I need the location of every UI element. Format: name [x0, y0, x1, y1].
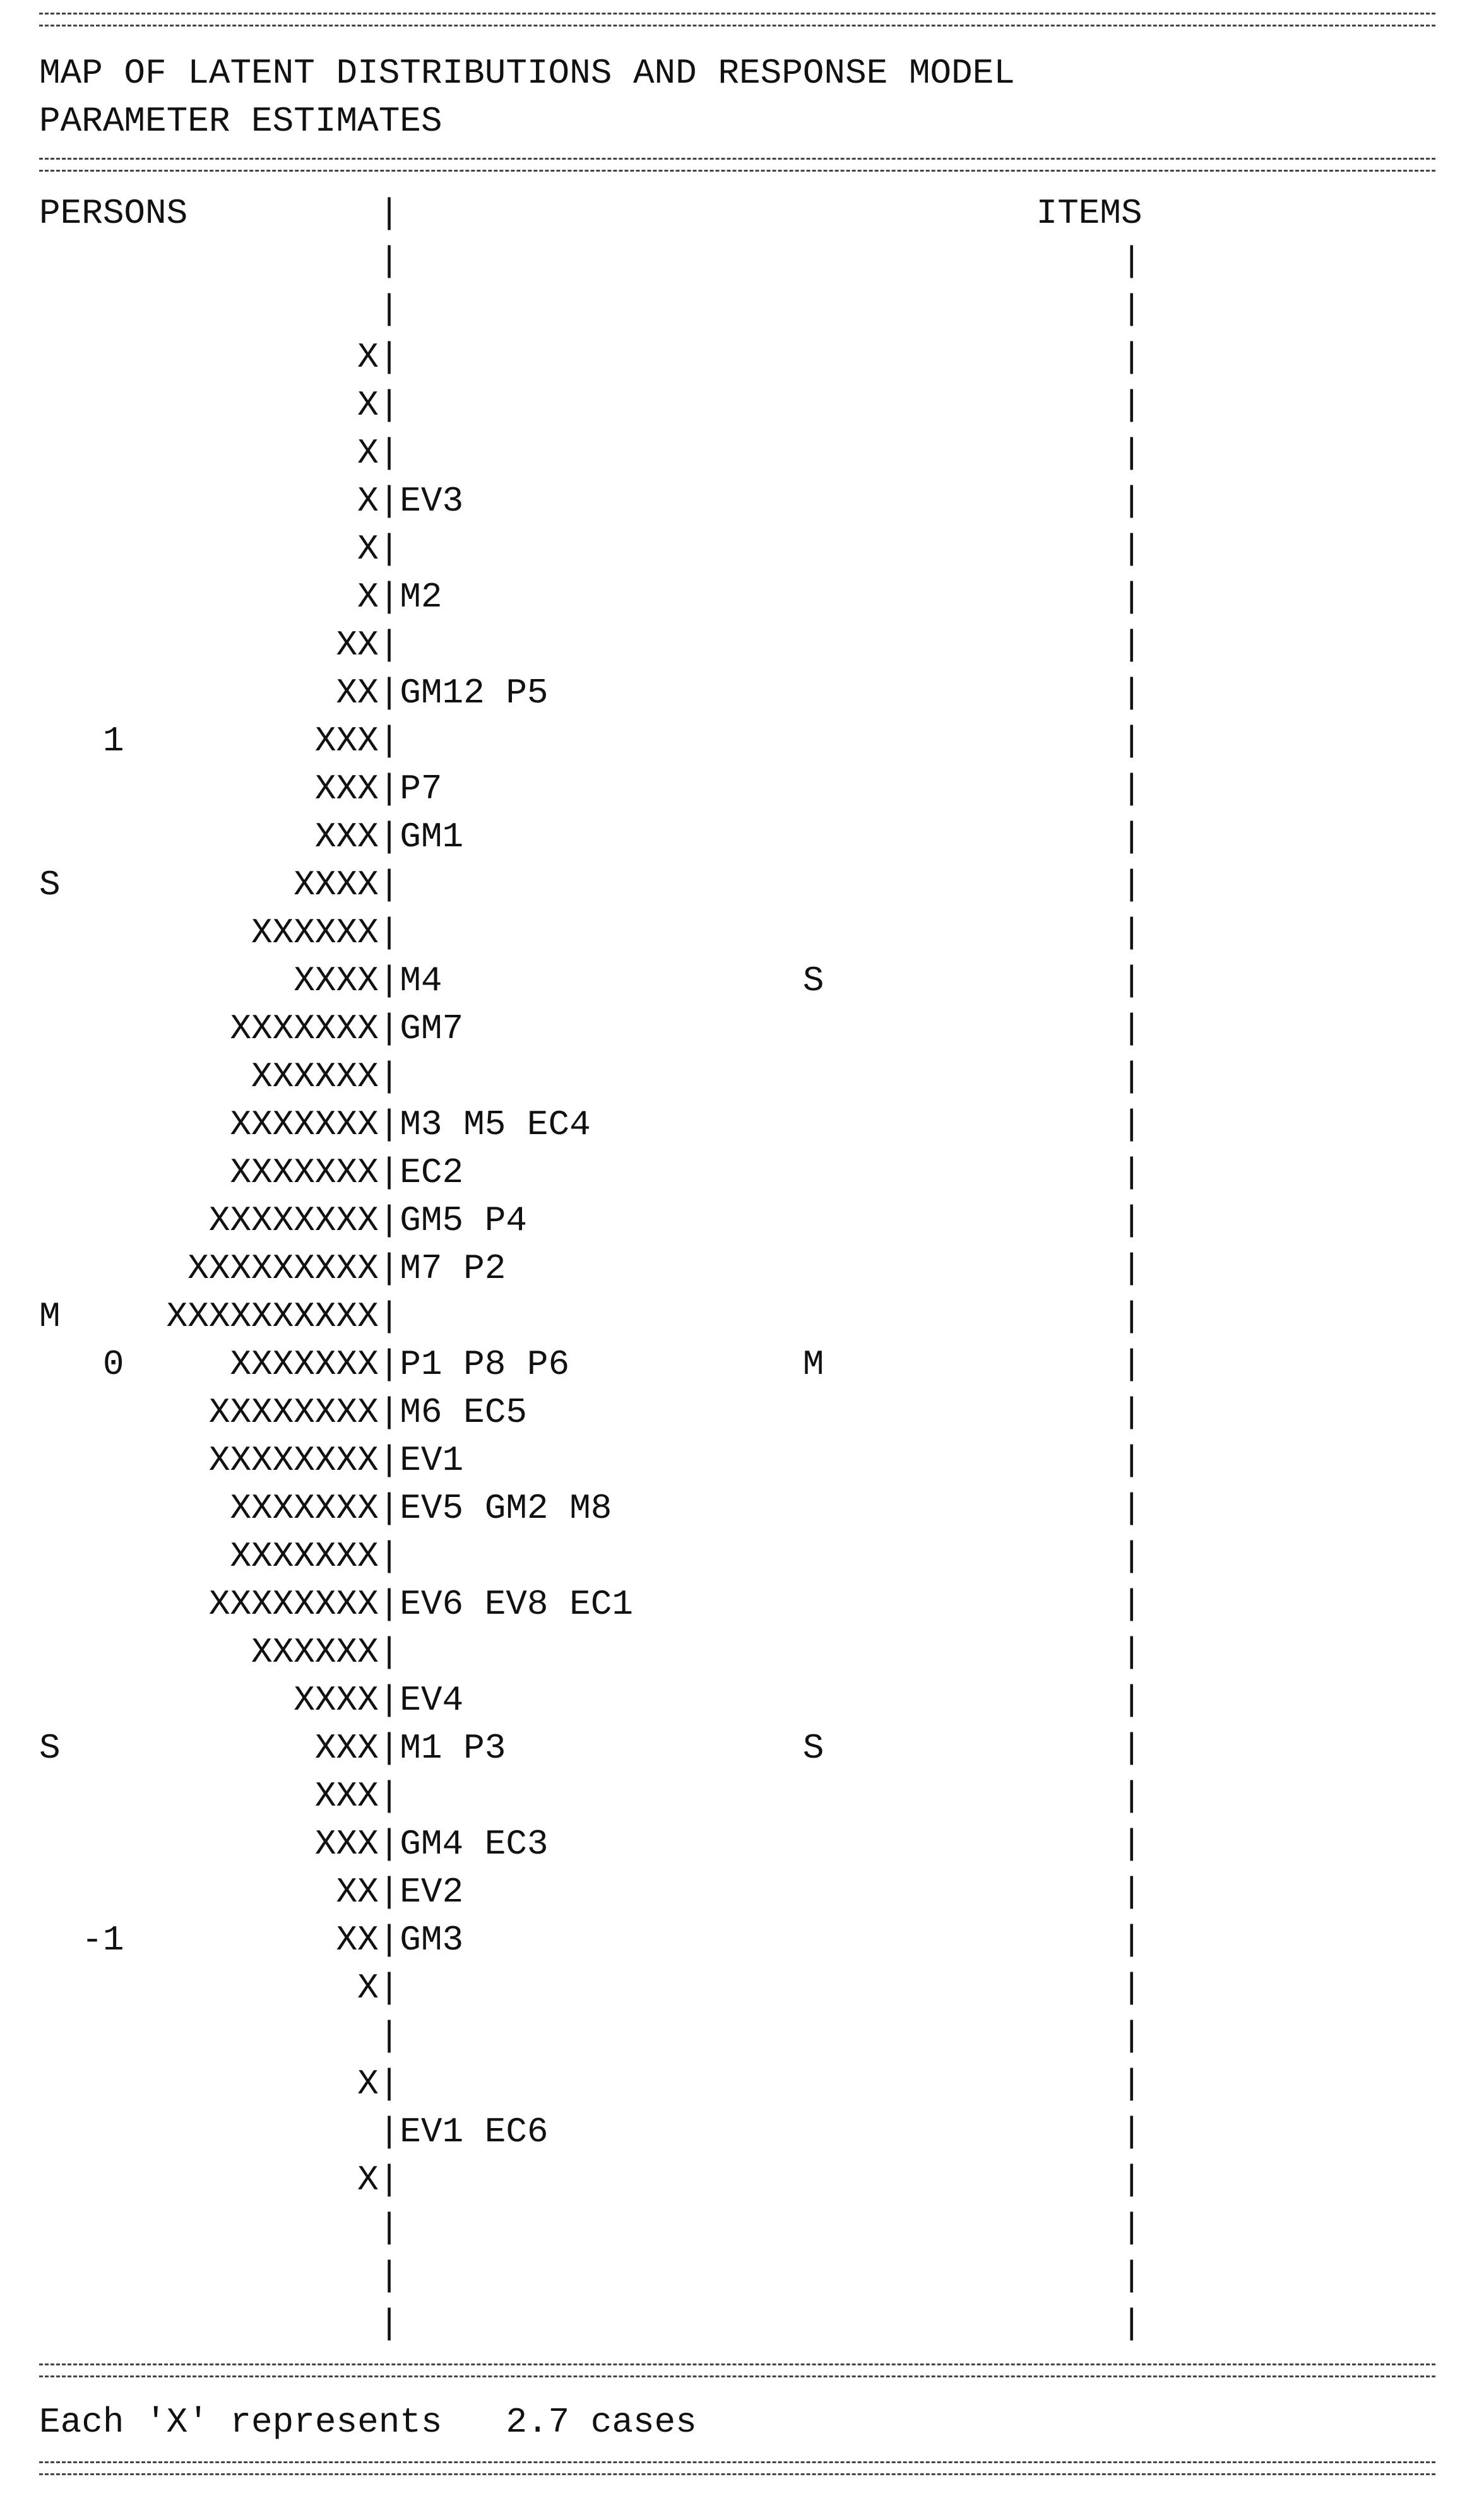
footer-double-rule	[39, 2461, 1435, 2475]
top-double-rule	[39, 13, 1435, 27]
header-double-rule	[39, 158, 1435, 172]
title-line-2: PARAMETER ESTIMATES	[39, 101, 442, 141]
map-lines: PERSONS | ITEMS | | | | X|	[39, 193, 1143, 2344]
legend-note: Each 'X' represents 2.7 cases	[39, 2402, 697, 2442]
title-line-1: MAP OF LATENT DISTRIBUTIONS AND RESPONSE…	[39, 53, 1015, 93]
bottom-double-rule	[39, 2363, 1435, 2377]
person-item-map: PERSONS | ITEMS | | | | X|	[39, 189, 1453, 2354]
